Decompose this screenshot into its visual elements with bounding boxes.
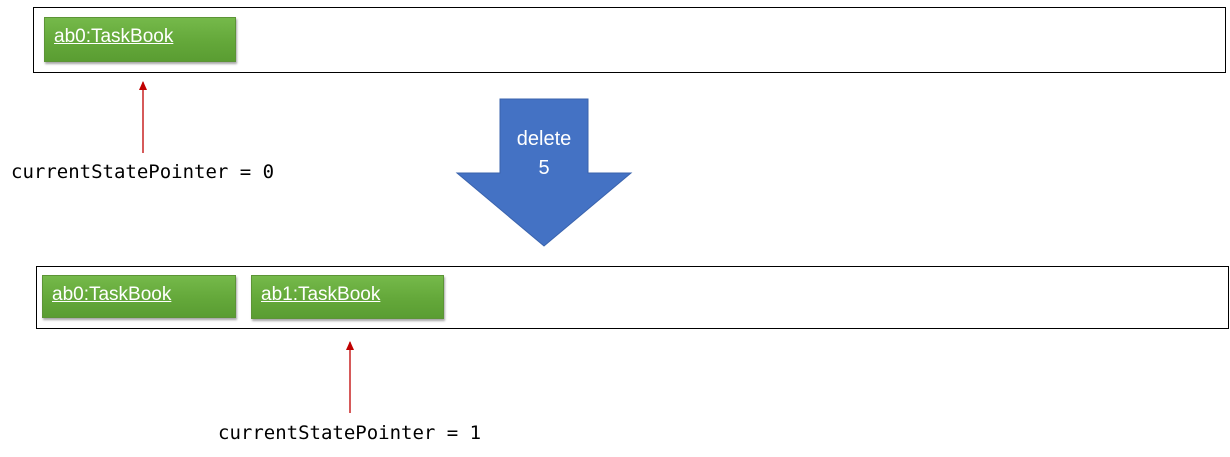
taskbook-label: ab0:TaskBook — [54, 26, 174, 47]
taskbook-state-ab0: ab0:TaskBook — [42, 275, 236, 318]
operation-name: delete — [516, 128, 572, 150]
state-list-before: ab0:TaskBook — [33, 7, 1226, 73]
taskbook-state-ab0: ab0:TaskBook — [44, 17, 236, 62]
current-state-pointer-label-after: currentStatePointer = 1 — [218, 422, 482, 444]
operation-argument: 5 — [538, 157, 550, 179]
taskbook-state-ab1: ab1:TaskBook — [251, 275, 444, 319]
transition-arrow — [455, 98, 633, 247]
taskbook-label: ab1:TaskBook — [261, 284, 381, 305]
state-list-after: ab0:TaskBook ab1:TaskBook — [36, 266, 1229, 329]
current-state-pointer-label-before: currentStatePointer = 0 — [11, 161, 275, 183]
taskbook-label: ab0:TaskBook — [52, 284, 172, 305]
